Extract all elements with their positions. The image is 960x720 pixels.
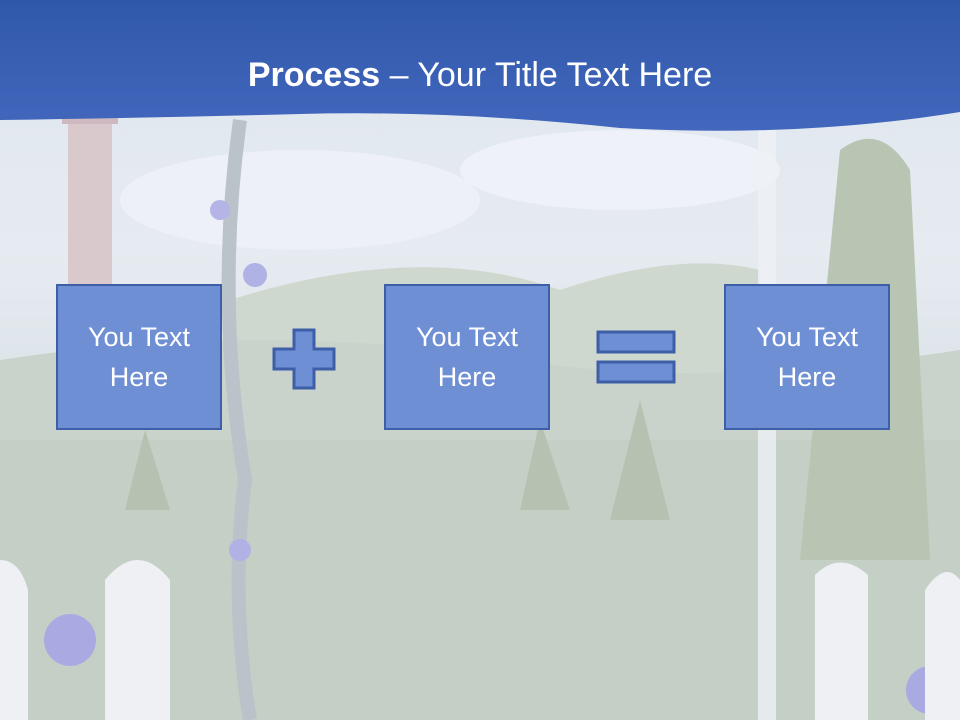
process-box-1-text: You Text Here [87, 322, 191, 392]
title-rest: Your Title Text Here [417, 56, 713, 94]
process-box-2-text: You Text Here [415, 322, 519, 392]
plus-icon [272, 328, 336, 395]
page-title: Process – Your Title Text Here [0, 54, 960, 96]
process-box-3-text: You Text Here [755, 322, 859, 392]
title-banner [0, 0, 960, 140]
title-bold: Process [247, 56, 381, 94]
equals-icon [596, 330, 678, 391]
process-box-3[interactable]: You Text Here [724, 284, 890, 430]
banner-wave [0, 0, 960, 131]
title-dash: – [380, 56, 418, 94]
process-box-2[interactable]: You Text Here [384, 284, 550, 430]
process-box-1[interactable]: You Text Here [56, 284, 222, 430]
